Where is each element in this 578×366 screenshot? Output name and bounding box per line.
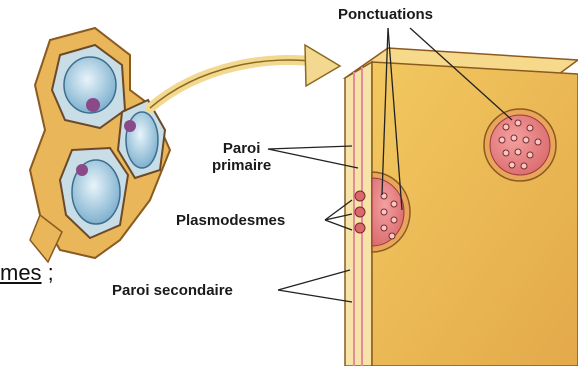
leader-paroi-primaire-1 — [268, 146, 352, 149]
label-plasmodesmes: Plasmodesmes — [176, 212, 285, 229]
magnify-arrow — [150, 45, 340, 108]
cropped-text: mes ; — [0, 260, 54, 286]
nucleus-highlighted — [124, 120, 136, 132]
label-paroi-primaire-line2: primaire — [212, 157, 271, 174]
label-paroi-primaire-line1: Paroi — [212, 140, 271, 157]
label-paroi-primaire: Paroi primaire — [212, 140, 271, 174]
nucleus-top — [86, 98, 100, 112]
arrow-head — [305, 45, 340, 86]
nucleus-bottom — [76, 164, 88, 176]
leader-paroi-secondaire-1 — [278, 270, 350, 290]
cell-cluster — [30, 28, 170, 262]
plasmodesmata — [355, 191, 365, 233]
wall-block — [345, 48, 578, 366]
leader-paroi-secondaire-2 — [278, 290, 352, 302]
cropped-punctuation: ; — [42, 260, 54, 285]
cropped-word: mes — [0, 260, 42, 285]
label-ponctuations: Ponctuations — [338, 6, 433, 23]
label-paroi-secondaire: Paroi secondaire — [112, 282, 233, 299]
